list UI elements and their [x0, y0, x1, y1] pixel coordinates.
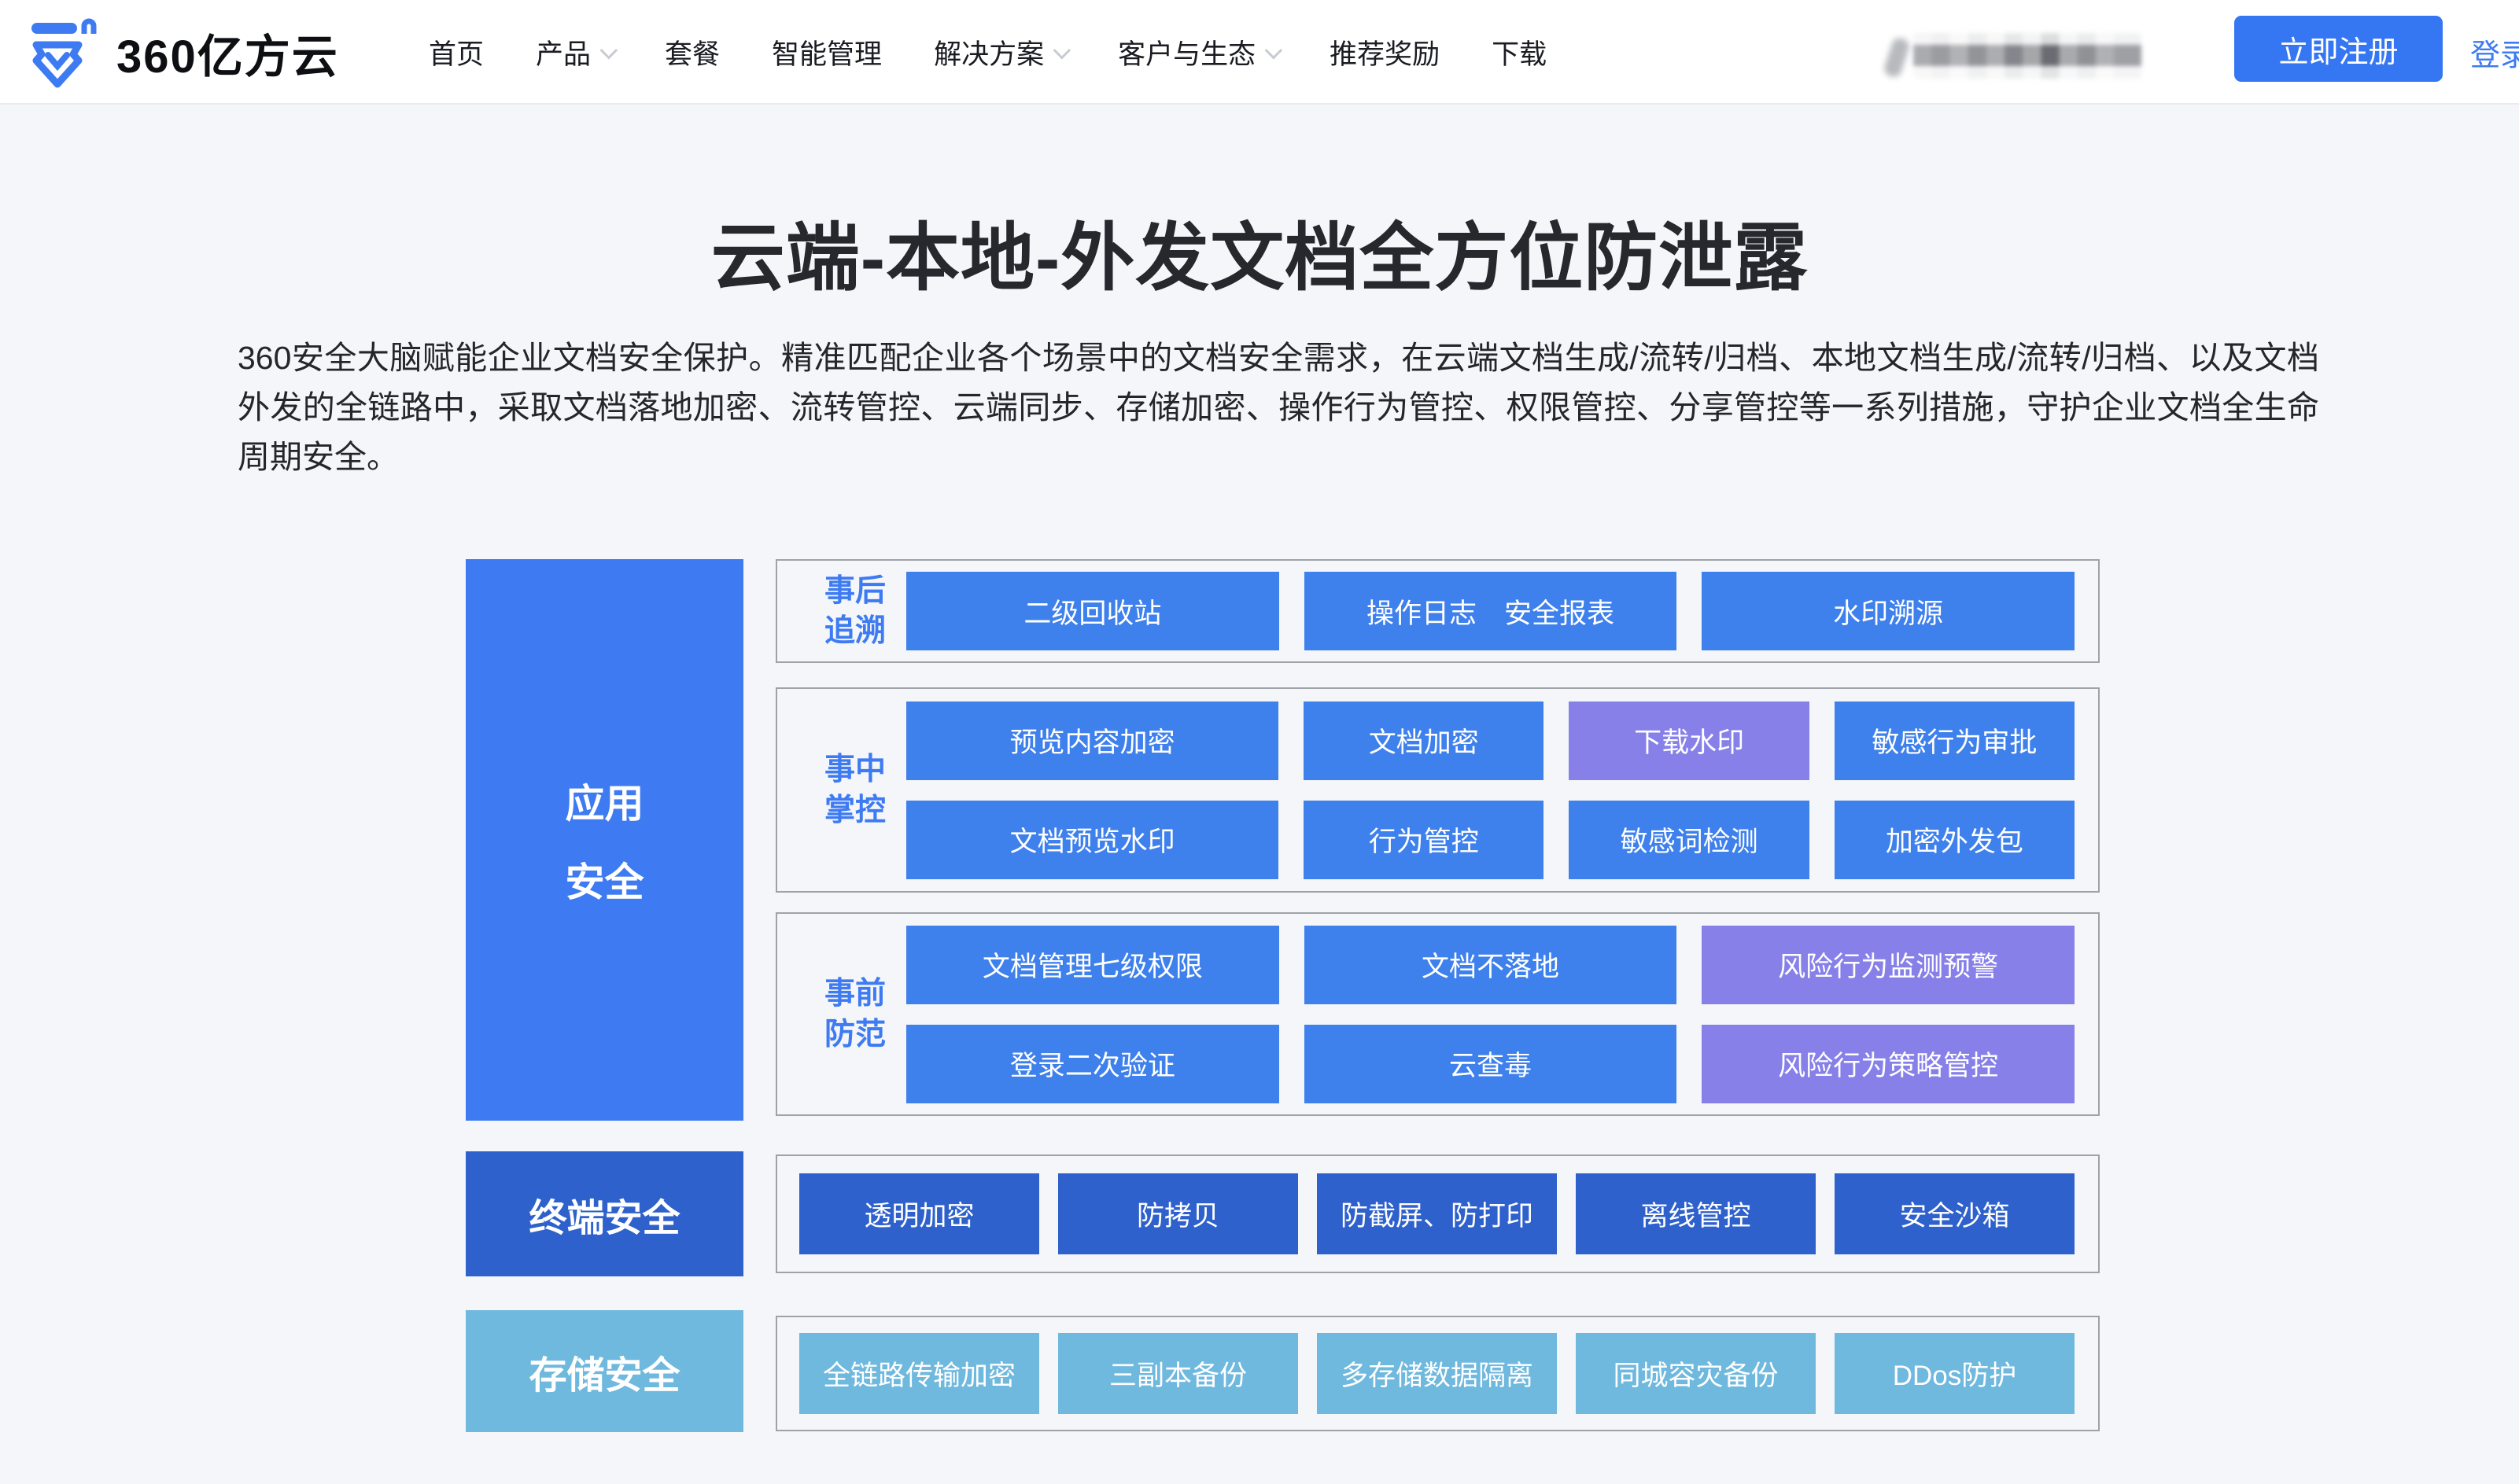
nav-item-7[interactable]: 推荐奖励 [1330, 32, 1440, 72]
terminal-security-box: 终端安全 [466, 1151, 743, 1276]
chevron-down-icon [599, 41, 618, 59]
storage-security-box: 存储安全 [466, 1310, 743, 1432]
logo[interactable]: 360亿方云 [24, 0, 339, 105]
chevron-down-icon [1264, 41, 1283, 59]
feature-tile: 敏感行为审批 [1834, 701, 2075, 780]
app-security-label-line: 安全 [565, 860, 644, 904]
feature-tile: 预览内容加密 [906, 701, 1279, 780]
nav-item-label: 推荐奖励 [1330, 39, 1440, 70]
nav-item-5[interactable]: 解决方案 [934, 32, 1071, 72]
nav-item-4[interactable]: 智能管理 [772, 32, 882, 72]
feature-tile: 敏感词检测 [1569, 800, 1809, 879]
logo-text: 360亿方云 [116, 31, 339, 83]
feature-tile: 二级回收站 [906, 572, 1279, 650]
feature-tile: 离线管控 [1576, 1173, 1816, 1254]
feature-tile: 操作日志 安全报表 [1304, 572, 1677, 650]
feature-tile: 风险行为策略管控 [1702, 1024, 2075, 1103]
feature-tile: DDos防护 [1835, 1333, 2075, 1414]
nav-item-label: 解决方案 [934, 39, 1045, 70]
nav-item-1[interactable]: 首页 [429, 32, 484, 72]
feature-tile: 文档加密 [1304, 701, 1544, 780]
page-description: 360安全大脑赋能企业文档安全保护。精准匹配企业各个场景中的文档安全需求，在云端… [238, 340, 2319, 475]
group-label: 事中掌控 [824, 753, 886, 827]
feature-tile: 加密外发包 [1834, 800, 2075, 879]
phone-icon-blurred [1882, 35, 1912, 79]
shield-pen-logo-icon [31, 18, 97, 87]
login-link[interactable]: 登录 [2470, 39, 2519, 72]
nav-item-6[interactable]: 客户与生态 [1118, 32, 1283, 72]
security-diagram: 应用安全 终端安全 存储安全 事后追溯二级回收站操作日志 安全报表水印溯源事中掌… [466, 559, 2100, 1434]
feature-tile: 全链路传输加密 [799, 1333, 1039, 1414]
nav-item-label: 产品 [536, 39, 592, 70]
feature-tile: 透明加密 [799, 1173, 1039, 1254]
feature-tile: 防拷贝 [1058, 1173, 1298, 1254]
group-label: 事前防范 [824, 977, 886, 1051]
group-label: 事后追溯 [824, 573, 886, 648]
header: 360亿方云 首页 产品 套餐 智能管理 解决方案 客户与生态 推荐奖励 下载 立即注册 登录 [0, 0, 2519, 105]
feature-tile: 文档不落地 [1304, 925, 1677, 1004]
nav-item-label: 客户与生态 [1118, 39, 1256, 70]
main-nav: 首页 产品 套餐 智能管理 解决方案 客户与生态 推荐奖励 下载 [429, 0, 1547, 105]
nav-item-label: 套餐 [665, 39, 721, 70]
nav-item-label: 下载 [1492, 39, 1547, 70]
group-in-process-control: 事中掌控预览内容加密文档加密下载水印敏感行为审批文档预览水印行为管控敏感词检测加… [776, 687, 2100, 893]
nav-item-label: 首页 [429, 39, 485, 70]
feature-tile: 文档预览水印 [906, 800, 1279, 879]
feature-tile: 水印溯源 [1702, 572, 2075, 650]
nav-item-2[interactable]: 产品 [536, 32, 618, 72]
group-terminal-security: 透明加密防拷贝防截屏、防打印离线管控安全沙箱 [776, 1154, 2100, 1273]
feature-tile: 安全沙箱 [1835, 1173, 2075, 1254]
page-title: 云端-本地-外发文档全方位防泄露 [710, 216, 1809, 299]
feature-tile: 风险行为监测预警 [1702, 925, 2075, 1004]
feature-tile: 行为管控 [1304, 800, 1544, 879]
nav-item-label: 智能管理 [772, 39, 883, 70]
nav-item-3[interactable]: 套餐 [665, 32, 720, 72]
feature-tile: 云查毒 [1304, 1024, 1677, 1103]
feature-tile: 防截屏、防打印 [1317, 1173, 1557, 1254]
app-security-box: 应用安全 [466, 559, 743, 1121]
feature-tile: 三副本备份 [1058, 1333, 1298, 1414]
feature-tile: 下载水印 [1569, 701, 1809, 780]
feature-tile: 同城容灾备份 [1576, 1333, 1816, 1414]
group-pre-prevention: 事前防范文档管理七级权限文档不落地风险行为监测预警登录二次验证云查毒风险行为策略… [776, 912, 2100, 1116]
feature-tile: 多存储数据隔离 [1317, 1333, 1557, 1414]
chevron-down-icon [1053, 41, 1071, 59]
app-security-label-line: 应用 [565, 782, 644, 826]
register-button[interactable]: 立即注册 [2234, 16, 2443, 82]
nav-item-8[interactable]: 下载 [1492, 32, 1547, 72]
feature-tile: 文档管理七级权限 [906, 925, 1279, 1004]
group-post-trace: 事后追溯二级回收站操作日志 安全报表水印溯源 [776, 559, 2100, 663]
feature-tile: 登录二次验证 [906, 1024, 1279, 1103]
phone-number-redacted [1913, 33, 2141, 79]
